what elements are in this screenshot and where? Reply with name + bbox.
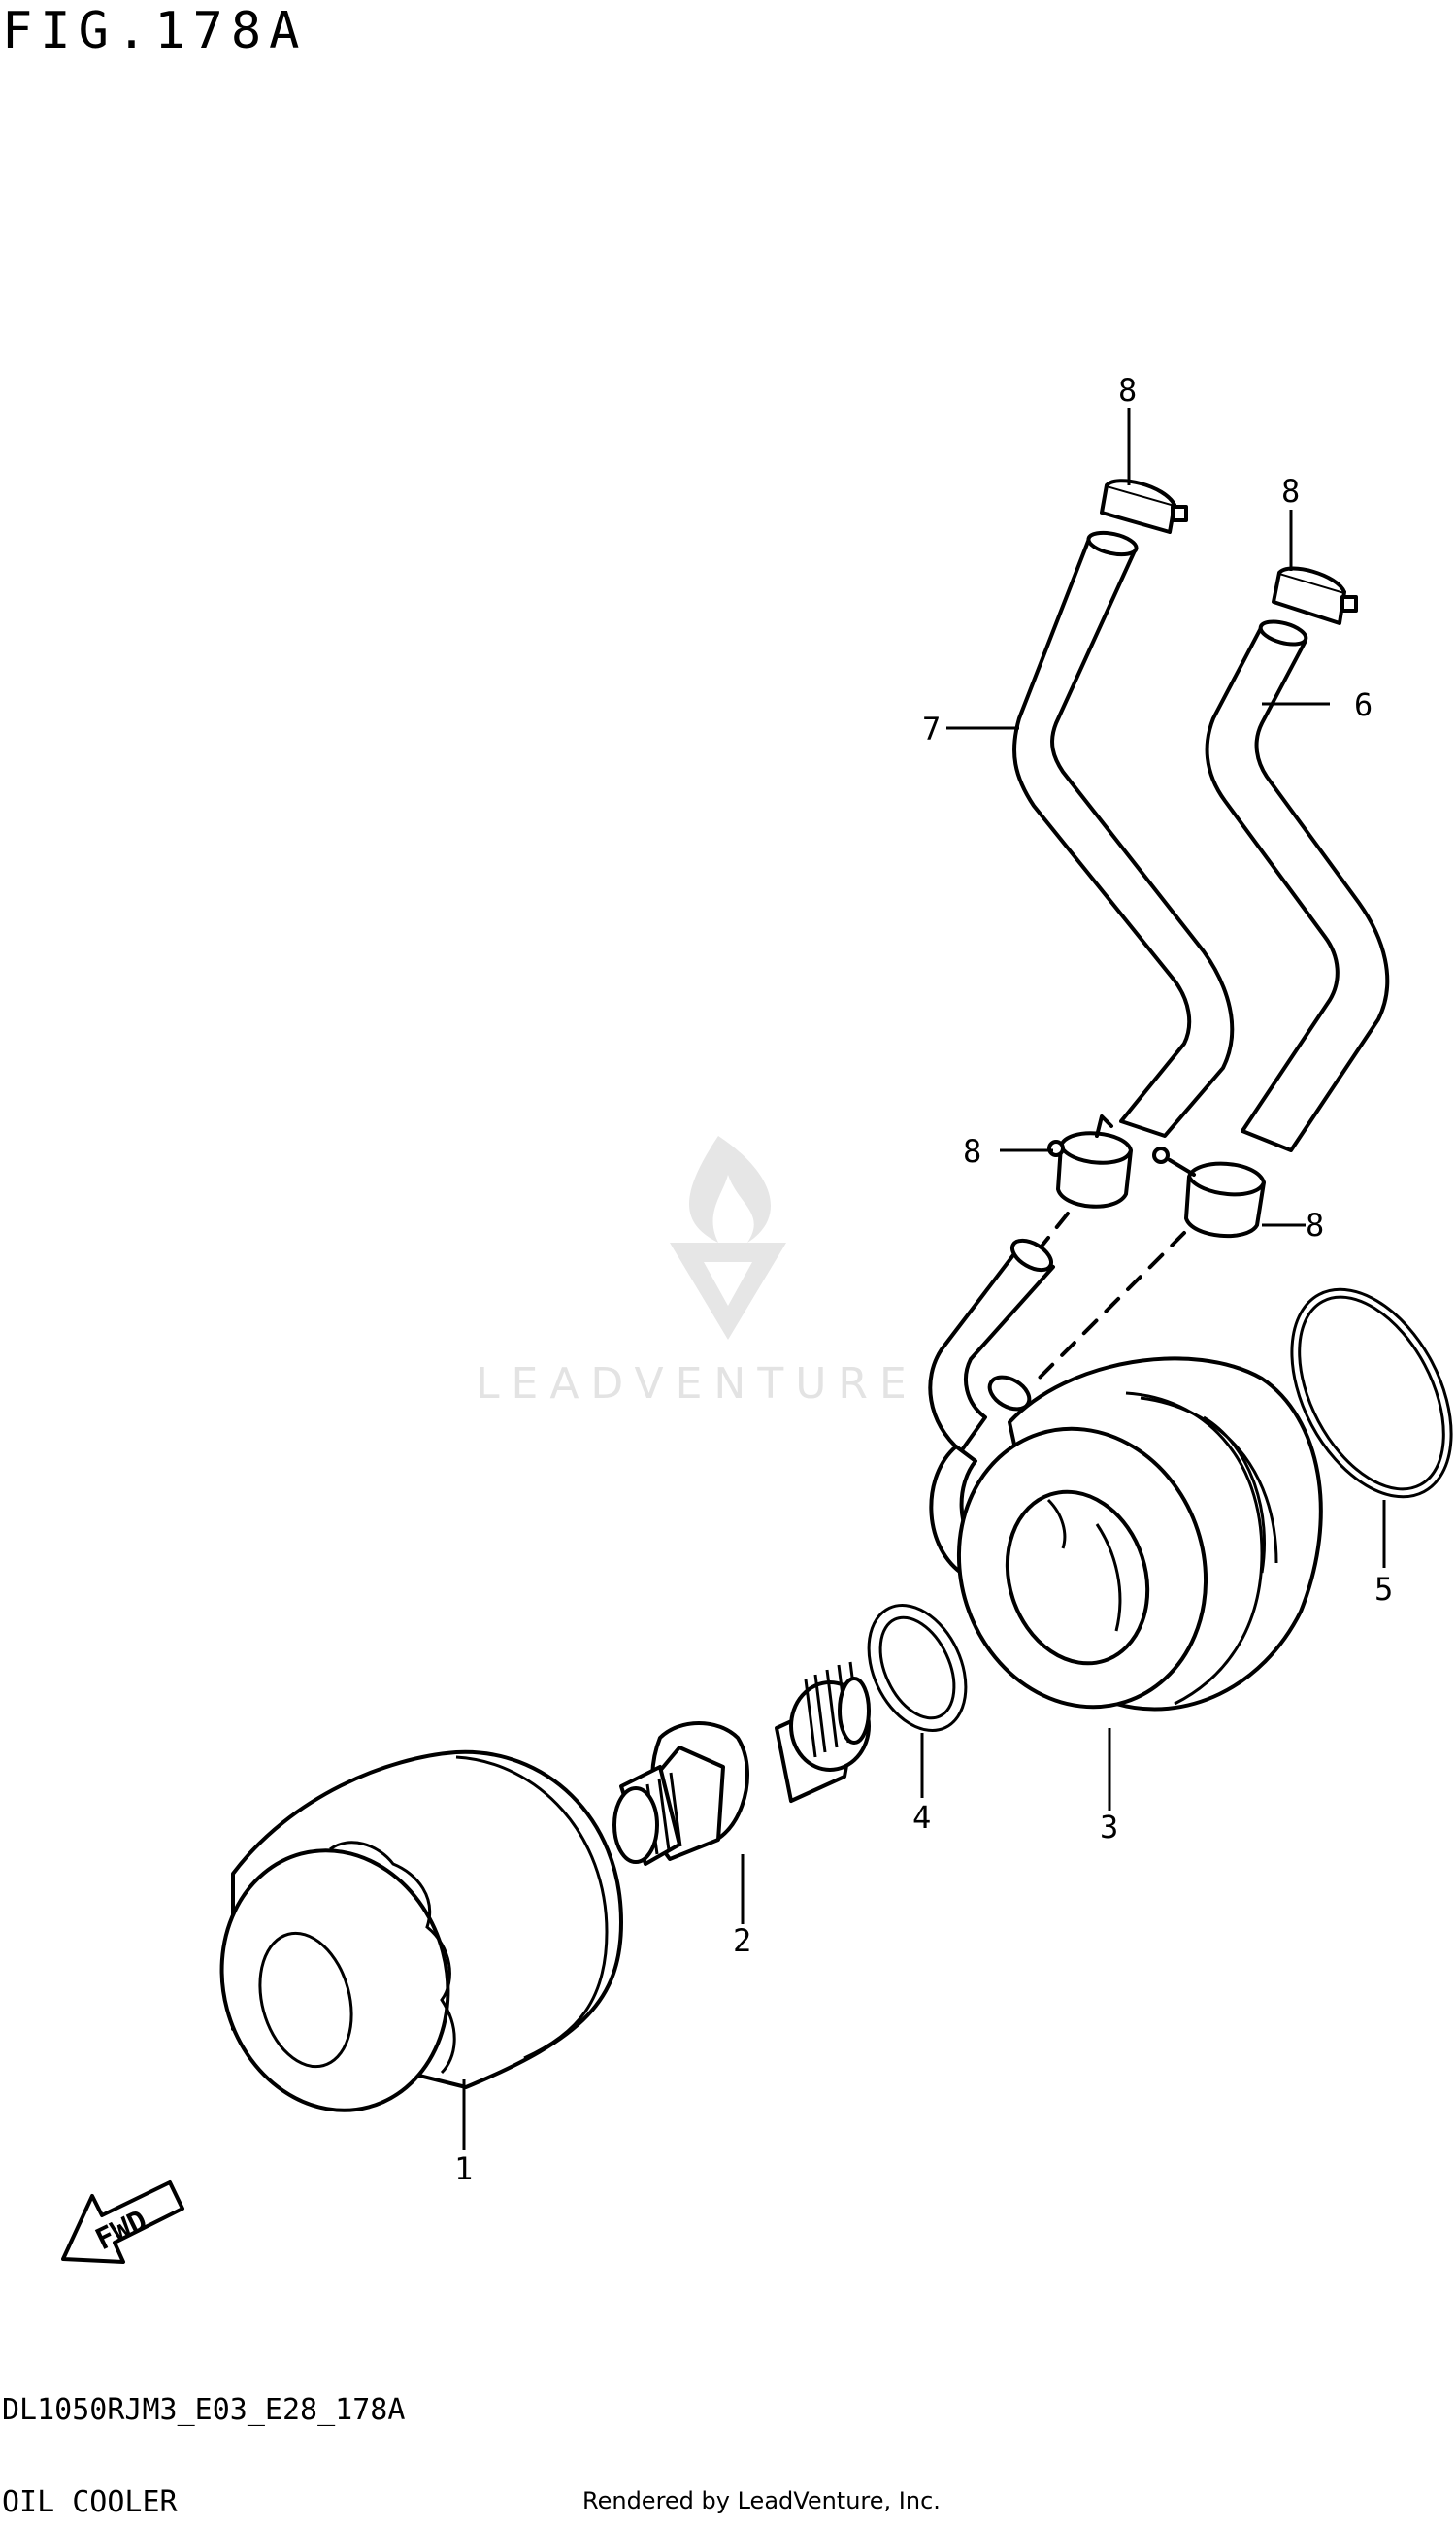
diagram-name: OIL COOLER bbox=[2, 2485, 178, 2519]
callout-7: 7 bbox=[922, 711, 941, 748]
callout-4: 4 bbox=[912, 1799, 931, 1836]
union-bolt[interactable] bbox=[612, 1661, 871, 1866]
clamp-mid-left[interactable] bbox=[1047, 1114, 1133, 1209]
clamp-top-right[interactable] bbox=[1272, 566, 1358, 625]
v-logo-icon bbox=[670, 1243, 786, 1340]
callout-8-top-right: 8 bbox=[1281, 473, 1300, 510]
o-ring-small[interactable] bbox=[849, 1589, 984, 1746]
clamp-mid-right[interactable] bbox=[1152, 1147, 1266, 1239]
callout-6: 6 bbox=[1354, 686, 1373, 723]
fwd-arrow-icon: FWD bbox=[61, 2180, 184, 2264]
o-ring-large[interactable] bbox=[1259, 1263, 1456, 1524]
callout-8-mid-right: 8 bbox=[1306, 1207, 1324, 1244]
callout-1: 1 bbox=[454, 2150, 473, 2187]
cooler-pipe bbox=[928, 1238, 1055, 1575]
clamp-top-left[interactable] bbox=[1100, 479, 1188, 534]
callout-3: 3 bbox=[1100, 1809, 1118, 1845]
callout-5: 5 bbox=[1374, 1571, 1393, 1608]
callout-2: 2 bbox=[733, 1922, 751, 1959]
callout-8-mid-left: 8 bbox=[963, 1133, 981, 1170]
callout-8-top-left: 8 bbox=[1118, 372, 1137, 409]
rendered-by: Rendered by LeadVenture, Inc. bbox=[582, 2487, 941, 2514]
figure-title: FIG.178A bbox=[2, 2, 308, 60]
watermark: LEADVENTURE bbox=[476, 1136, 918, 1409]
hose-left[interactable] bbox=[1012, 529, 1235, 1138]
hose-right[interactable] bbox=[1205, 617, 1390, 1152]
oil-cooler[interactable] bbox=[923, 1356, 1323, 1739]
oil-filter[interactable] bbox=[193, 1749, 623, 2136]
diagram-code: DL1050RJM3_E03_E28_178A bbox=[2, 2393, 406, 2427]
flame-logo-icon bbox=[689, 1136, 771, 1243]
watermark-text: LEADVENTURE bbox=[476, 1359, 918, 1409]
